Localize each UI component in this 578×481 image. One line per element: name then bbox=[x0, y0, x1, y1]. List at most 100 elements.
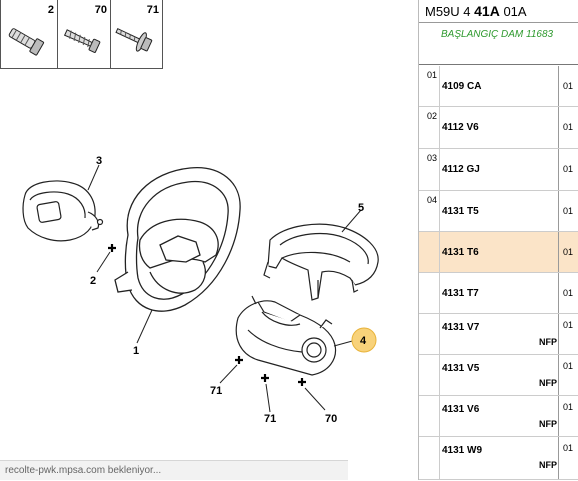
column-divider bbox=[558, 314, 559, 355]
part-quantity: 01 bbox=[563, 206, 574, 216]
column-divider bbox=[558, 191, 559, 232]
column-divider bbox=[439, 191, 440, 232]
part-code[interactable]: 4131 T7 bbox=[442, 288, 479, 299]
part-code[interactable]: 4131 V5 bbox=[442, 363, 480, 374]
row-index: 02 bbox=[427, 111, 438, 121]
row-divider bbox=[419, 395, 578, 396]
airbag-module-part-3[interactable] bbox=[22, 180, 104, 242]
row-divider bbox=[419, 148, 578, 149]
part-code[interactable]: 4131 T5 bbox=[442, 206, 479, 217]
part-code[interactable]: 4112 GJ bbox=[442, 164, 480, 175]
part-quantity: 01 bbox=[563, 122, 574, 132]
column-divider bbox=[439, 232, 440, 273]
fastener-box-70[interactable]: 70 bbox=[57, 0, 111, 69]
row-divider bbox=[419, 313, 578, 314]
callout-5[interactable]: 5 bbox=[358, 202, 364, 214]
row-index: 04 bbox=[427, 195, 438, 205]
screw-icon bbox=[63, 29, 101, 53]
nfp-flag: NFP bbox=[539, 460, 557, 470]
column-divider bbox=[439, 149, 440, 191]
column-divider bbox=[439, 437, 440, 480]
row-divider bbox=[419, 272, 578, 273]
ref-bold: 41A bbox=[474, 3, 500, 19]
callout-3[interactable]: 3 bbox=[96, 155, 102, 167]
steering-wheel-part-1[interactable] bbox=[114, 167, 241, 312]
browser-status-bar: recolte-pwk.mpsa.com bekleniyor... bbox=[0, 460, 348, 480]
nfp-flag: NFP bbox=[539, 419, 557, 429]
parts-diagram: 3 2 1 5 4 71 71 70 2 70 bbox=[0, 0, 379, 480]
part-quantity: 01 bbox=[563, 164, 574, 174]
bolt-icon bbox=[8, 28, 45, 56]
part-code[interactable]: 4131 V7 bbox=[442, 322, 480, 333]
row-divider bbox=[419, 231, 578, 232]
row-divider bbox=[419, 190, 578, 191]
row-index: 01 bbox=[427, 70, 438, 80]
part-row[interactable]: 4131 T7 01 bbox=[419, 273, 578, 314]
part-quantity: 01 bbox=[563, 320, 574, 330]
row-divider bbox=[419, 354, 578, 355]
part-code[interactable]: 4131 W9 bbox=[442, 445, 483, 456]
callout-2[interactable]: 2 bbox=[90, 275, 96, 287]
column-divider bbox=[558, 355, 559, 396]
part-code[interactable]: 4112 V6 bbox=[442, 122, 479, 133]
column-divider bbox=[558, 396, 559, 437]
part-row[interactable]: 04 4131 T5 01 bbox=[419, 191, 578, 232]
flange-screw-icon bbox=[115, 28, 153, 52]
fastener-legend: 2 70 71 bbox=[0, 0, 163, 70]
fastener-box-71[interactable]: 71 bbox=[110, 0, 163, 69]
column-divider bbox=[558, 149, 559, 191]
callout-70[interactable]: 70 bbox=[325, 413, 337, 425]
upper-shroud-part-5[interactable] bbox=[263, 223, 379, 301]
callout-4[interactable]: 4 bbox=[360, 335, 367, 347]
parts-list-panel: M59U 4 41A 01A BAŞLANGIÇ DAM 11683 01 410… bbox=[418, 0, 578, 480]
status-text: recolte-pwk.mpsa.com bekleniyor... bbox=[5, 465, 162, 476]
row-divider bbox=[419, 106, 578, 107]
part-code[interactable]: 4109 CA bbox=[442, 81, 482, 92]
fastener-number: 71 bbox=[146, 4, 159, 16]
column-divider bbox=[439, 396, 440, 437]
column-divider bbox=[558, 232, 559, 273]
part-row[interactable]: 02 4112 V6 01 bbox=[419, 107, 578, 149]
screw-location-markers bbox=[108, 244, 306, 386]
diagram-reference: M59U 4 41A 01A bbox=[425, 3, 527, 19]
callout-1[interactable]: 1 bbox=[133, 345, 139, 357]
part-quantity: 01 bbox=[563, 402, 574, 412]
fastener-number: 2 bbox=[47, 4, 54, 16]
part-code[interactable]: 4131 T6 bbox=[442, 247, 479, 258]
column-divider bbox=[558, 107, 559, 149]
part-row[interactable]: 4131 T6 01 bbox=[419, 232, 578, 273]
part-quantity: 01 bbox=[563, 361, 574, 371]
row-index: 03 bbox=[427, 153, 438, 163]
row-divider bbox=[419, 436, 578, 437]
callout-4-badge[interactable]: 4 bbox=[351, 327, 377, 353]
part-row[interactable]: 03 4112 GJ 01 bbox=[419, 149, 578, 191]
fastener-box-2[interactable]: 2 bbox=[0, 0, 58, 69]
callout-71-b[interactable]: 71 bbox=[264, 413, 276, 425]
part-quantity: 01 bbox=[563, 443, 574, 453]
divider bbox=[419, 22, 578, 23]
column-divider bbox=[439, 355, 440, 396]
part-row[interactable]: 01 4109 CA 01 bbox=[419, 66, 578, 107]
column-divider bbox=[439, 314, 440, 355]
ref-prefix: M59U 4 bbox=[425, 4, 475, 19]
column-divider bbox=[558, 437, 559, 480]
lower-shroud-part-4[interactable] bbox=[235, 295, 337, 376]
column-divider bbox=[558, 273, 559, 314]
part-quantity: 01 bbox=[563, 81, 574, 91]
column-divider bbox=[439, 107, 440, 149]
part-quantity: 01 bbox=[563, 288, 574, 298]
divider bbox=[419, 64, 578, 65]
exploded-view-drawing: 3 2 1 5 4 71 71 70 bbox=[22, 155, 379, 425]
nfp-flag: NFP bbox=[539, 378, 557, 388]
start-date-label: BAŞLANGIÇ DAM 11683 bbox=[441, 29, 554, 40]
part-code[interactable]: 4131 V6 bbox=[442, 404, 480, 415]
column-divider bbox=[439, 273, 440, 314]
column-divider bbox=[439, 66, 440, 107]
column-divider bbox=[558, 66, 559, 107]
part-quantity: 01 bbox=[563, 247, 574, 257]
callout-71-a[interactable]: 71 bbox=[210, 385, 222, 397]
